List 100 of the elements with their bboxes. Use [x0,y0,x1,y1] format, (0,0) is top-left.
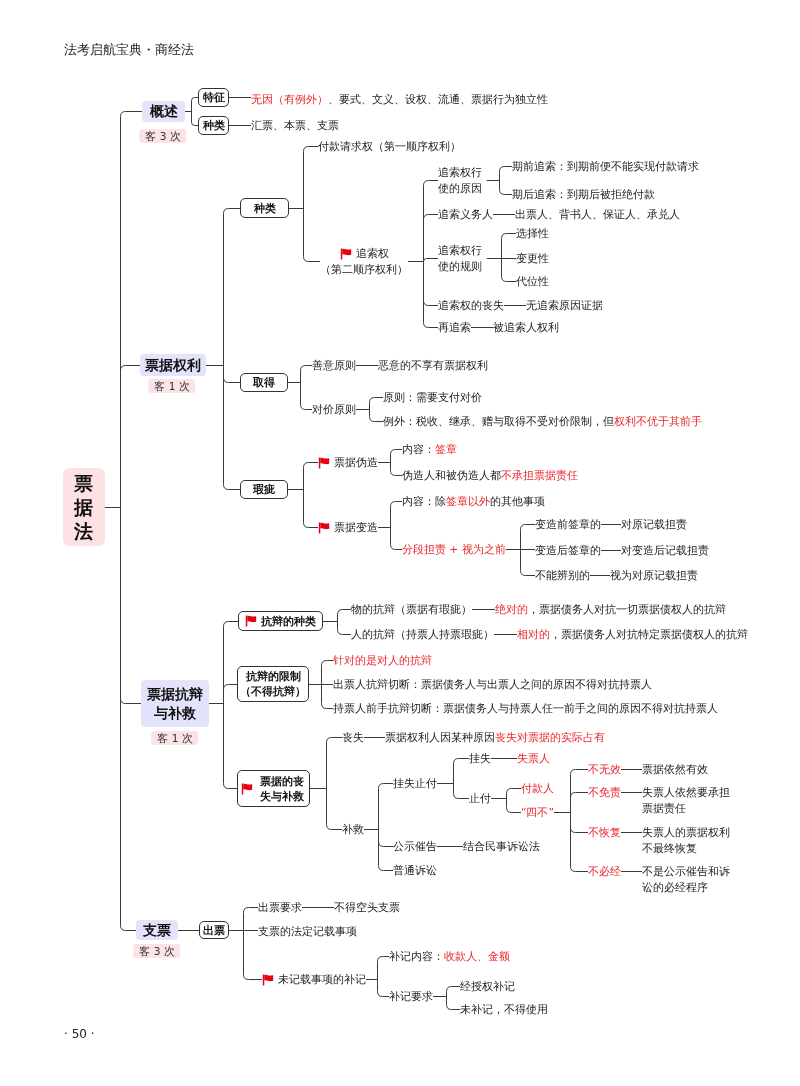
topic-text: 失票人依然要承担票据责任 [642,784,734,816]
connector-line [620,769,643,770]
connector-line [365,961,378,992]
topic-text: 追索权的丧失 [438,297,504,313]
topic-text: 选择性 [516,225,549,241]
connector-line [423,300,439,306]
connector-line [243,974,263,980]
topic-text: 付款人 [521,780,554,796]
connector-line [600,524,622,525]
topic-text: 不得空头支票 [334,899,400,915]
topic-text: 不必经 [588,863,621,879]
connector-line [326,737,343,743]
connector-line [407,185,424,323]
connector-line [301,907,335,908]
connector-line [501,258,517,259]
topic-text: 止付 [469,790,491,806]
connector-line [377,454,391,471]
connector-line [355,402,370,417]
topic-text: 出票人抗辩切断：票据债务人与出票人之间的原因不得对抗持票人 [333,676,652,692]
connector-line [363,788,379,866]
connector-line [423,322,439,328]
connector-line [503,305,527,306]
connector-line [321,703,334,709]
connector-line [288,151,304,257]
subtopic-box [237,770,310,807]
connector-line [486,238,502,277]
connector-line [184,100,192,123]
connector-line [446,986,461,992]
count-tag: 客 3 次 [139,129,187,143]
connector-line [501,233,517,239]
topic-text: 补救 [342,821,364,837]
topic-text: 不恢复 [588,824,621,840]
topic-text: 追索义务人 [438,206,493,222]
connector-line [303,522,319,528]
connector-line [303,256,321,262]
topic-text: 期后追索：到期后被拒绝付款 [512,186,655,202]
connector-line [377,506,391,545]
page-number: · 50 · [64,1027,95,1041]
subtopic-box: 出票 [199,921,229,939]
connector-line [423,214,439,220]
connector-line [490,758,518,759]
subtopic-box: 抗辩的限制 （不得抗辩） [237,666,309,702]
topic-text: 代位性 [516,273,549,289]
connector-line [120,365,141,371]
topic-box: 概述 [142,101,185,122]
topic-text: 变造前签章的 [535,516,601,532]
subtopic-box: 取得 [240,373,288,392]
topic-text: 变造后签章的 [535,542,601,558]
subtopic-box [238,611,323,631]
connector-line [377,991,390,997]
root-topic-box: 票据法 [63,468,105,546]
connector-line [369,416,384,422]
connector-line [520,524,536,530]
count-tag: 客 3 次 [133,944,181,958]
connector-line [390,544,403,550]
topic-text: 恶意的不享有票据权利 [378,357,488,373]
count-tag: 客 1 次 [151,731,199,745]
topic-text: “四不” [521,804,554,820]
topic-text: 普通诉讼 [393,862,437,878]
topic-text: 内容：签章 [402,441,457,457]
connector-line [492,214,516,215]
connector-line [553,774,571,867]
subtopic-box: 瑕疵 [240,480,288,499]
topic-text: 分段担责 + 视为之前 [402,541,506,557]
connector-line [223,621,239,627]
connector-line [490,793,507,808]
connector-line [520,570,536,576]
topic-text: 票据伪造 [334,456,378,468]
topic-text: 不免责 [588,784,621,800]
connector-line [453,793,470,799]
topic-text: 再追索 [438,319,471,335]
connector-line [390,449,403,455]
topic-text: 原则：需要支付对价 [383,389,482,405]
connector-line [337,609,352,615]
connector-line [436,763,454,794]
subtopic-box: 种类 [198,116,229,135]
connector-line [471,609,496,610]
connector-line [300,404,313,410]
connector-line [423,180,439,186]
connector-line [453,758,470,764]
connector-line [120,925,137,931]
topic-text: 人的抗辩（持票人持票瑕疵） [351,626,494,642]
connector-line [223,377,241,383]
topic-text: 善意原则 [312,357,356,373]
topic-text: 追索权行使的原因 [438,164,487,196]
connector-line [300,365,313,371]
connector-line [620,871,643,872]
topic-text: 挂失 [469,750,491,766]
connector-line [228,125,252,126]
topic-text: 物的抗辩（票据有瑕疵） [351,601,472,617]
topic-text: 补记要求 [389,988,433,1004]
connector-line [520,549,536,550]
connector-line [223,684,238,690]
topic-text: 失票人的票据权利不最终恢复 [642,824,734,856]
topic-text: 持票人前手抗辩切断：票据债务人与持票人任一前手之间的原因不得对抗持票人 [333,700,718,716]
connector-line [120,111,143,117]
connector-line [570,866,589,872]
connector-line [208,626,224,784]
connector-line [303,462,319,468]
connector-line [363,737,386,738]
